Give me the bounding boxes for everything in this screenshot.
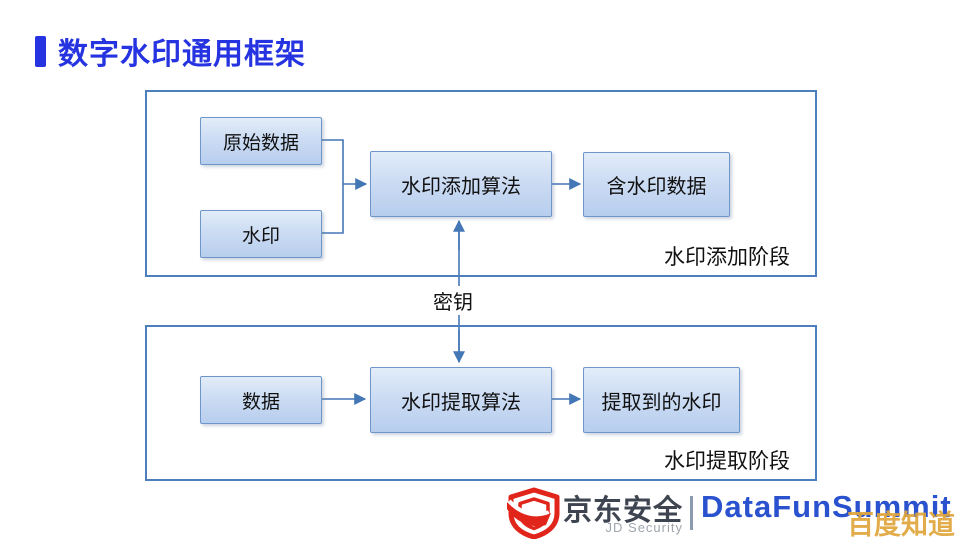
jd-security-en-wordmark: JD Security xyxy=(605,520,683,535)
datafunsummit-wordmark: DataFunSummit xyxy=(701,489,952,524)
title-accent-bar xyxy=(35,36,46,67)
node-extract-algorithm: 水印提取算法 xyxy=(370,367,552,433)
node-embed-algorithm: 水印添加算法 xyxy=(370,151,552,217)
page-title: 数字水印通用框架 xyxy=(58,38,306,71)
node-watermarked-data: 含水印数据 xyxy=(583,152,730,217)
node-extracted-watermark: 提取到的水印 xyxy=(583,367,740,433)
jd-security-shield-icon xyxy=(506,487,560,539)
stage-embedding-label: 水印添加阶段 xyxy=(664,246,790,269)
node-data: 数据 xyxy=(200,376,322,424)
stage-extraction-label: 水印提取阶段 xyxy=(664,450,790,473)
stage-extraction-frame: 水印提取阶段 xyxy=(145,325,817,481)
baidu-zhidao-watermark: 百度知道 xyxy=(847,510,955,540)
node-original-data: 原始数据 xyxy=(200,117,322,165)
logo-separator xyxy=(690,496,693,530)
jd-security-cn-wordmark: 京东安全 xyxy=(563,495,684,527)
stage-embedding-frame: 水印添加阶段 xyxy=(145,90,817,277)
key-label: 密钥 xyxy=(430,286,476,315)
connector-inputs-merge xyxy=(320,139,344,234)
node-watermark: 水印 xyxy=(200,210,322,258)
